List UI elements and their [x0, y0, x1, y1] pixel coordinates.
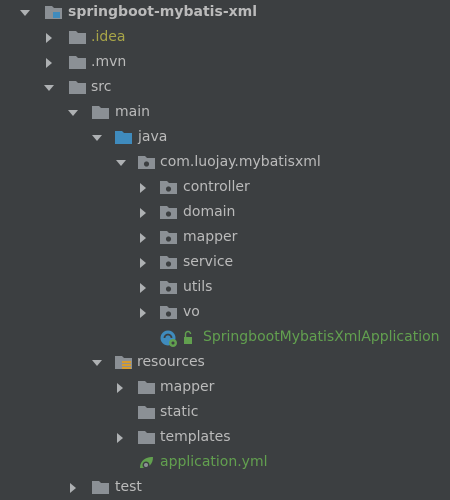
folder-icon [137, 379, 157, 396]
chevron-right-icon[interactable] [137, 282, 149, 294]
folder-icon [137, 404, 157, 421]
tree-row-service[interactable]: service [0, 250, 450, 275]
folder-label-resources: resources [137, 354, 205, 370]
chevron-right-icon[interactable] [43, 57, 55, 69]
source-root-folder-icon [114, 129, 134, 146]
chevron-down-icon[interactable] [67, 107, 79, 119]
chevron-right-icon[interactable] [137, 182, 149, 194]
folder-icon [68, 29, 88, 46]
folder-label-resources-mapper: mapper [160, 379, 215, 395]
folder-label-main: main [115, 104, 150, 120]
package-label-controller: controller [183, 179, 250, 195]
package-icon [159, 304, 179, 321]
package-icon [159, 279, 179, 296]
tree-row-templates[interactable]: templates [0, 425, 450, 450]
tree-row-idea[interactable]: .idea [0, 25, 450, 50]
package-label-service: service [183, 254, 234, 270]
folder-icon [137, 429, 157, 446]
tree-row-utils[interactable]: utils [0, 275, 450, 300]
package-icon [137, 154, 157, 171]
chevron-right-icon[interactable] [114, 382, 126, 394]
chevron-right-icon[interactable] [43, 32, 55, 44]
tree-row-java[interactable]: java [0, 125, 450, 150]
tree-row-vo[interactable]: vo [0, 300, 450, 325]
resources-folder-icon [114, 354, 134, 371]
folder-icon [68, 79, 88, 96]
application-class-label: SpringbootMybatisXmlApplication [203, 329, 440, 345]
folder-label-templates: templates [160, 429, 231, 445]
tree-row-src[interactable]: src [0, 75, 450, 100]
tree-row-resources-mapper[interactable]: mapper [0, 375, 450, 400]
tree-row-resources[interactable]: resources [0, 350, 450, 375]
folder-label-test: test [115, 479, 142, 495]
tree-row-application-yml[interactable]: application.yml [0, 450, 450, 475]
package-label: com.luojay.mybatisxml [160, 154, 321, 170]
spring-config-file-icon [137, 454, 157, 471]
chevron-down-icon[interactable] [43, 82, 55, 94]
chevron-right-icon[interactable] [137, 232, 149, 244]
package-label-mapper: mapper [183, 229, 238, 245]
chevron-down-icon[interactable] [115, 157, 127, 169]
tree-row-application-class[interactable]: SpringbootMybatisXmlApplication [0, 325, 450, 350]
tree-row-mvn[interactable]: .mvn [0, 50, 450, 75]
chevron-down-icon[interactable] [91, 132, 103, 144]
folder-label-java: java [138, 129, 168, 145]
project-label: springboot-mybatis-xml [68, 4, 258, 20]
package-icon [159, 204, 179, 221]
folder-icon [68, 54, 88, 71]
chevron-right-icon[interactable] [137, 257, 149, 269]
chevron-right-icon[interactable] [137, 307, 149, 319]
chevron-down-icon[interactable] [91, 357, 103, 369]
chevron-down-icon[interactable] [19, 7, 31, 19]
tree-row-domain[interactable]: domain [0, 200, 450, 225]
file-label-application-yml: application.yml [160, 454, 268, 470]
chevron-right-icon[interactable] [67, 482, 79, 494]
package-label-vo: vo [183, 304, 200, 320]
tree-row-project[interactable]: springboot-mybatis-xml [0, 0, 450, 25]
tree-row-mapper-package[interactable]: mapper [0, 225, 450, 250]
package-icon [159, 254, 179, 271]
folder-label-src: src [91, 79, 112, 95]
tree-row-package[interactable]: com.luojay.mybatisxml [0, 150, 450, 175]
folder-icon [91, 104, 111, 121]
package-label-utils: utils [183, 279, 213, 295]
chevron-right-icon[interactable] [137, 207, 149, 219]
chevron-right-icon[interactable] [114, 432, 126, 444]
package-icon [159, 179, 179, 196]
project-module-icon [44, 4, 64, 21]
tree-row-test[interactable]: test [0, 475, 450, 500]
tree-row-static[interactable]: static [0, 400, 450, 425]
folder-label-static: static [160, 404, 199, 420]
tree-row-controller[interactable]: controller [0, 175, 450, 200]
folder-label-mvn: .mvn [91, 54, 127, 70]
folder-label-idea: .idea [91, 29, 126, 45]
package-icon [159, 229, 179, 246]
package-label-domain: domain [183, 204, 236, 220]
spring-boot-class-icon [159, 329, 199, 347]
folder-icon [91, 479, 111, 496]
tree-row-main[interactable]: main [0, 100, 450, 125]
